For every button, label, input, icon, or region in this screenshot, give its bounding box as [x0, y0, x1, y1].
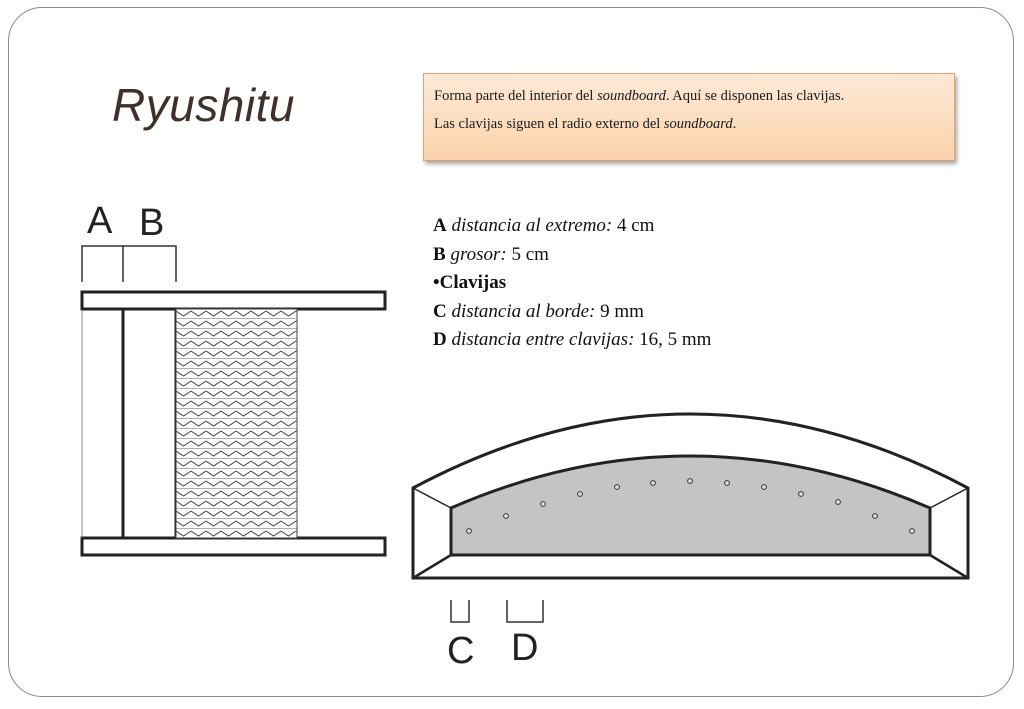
peg — [724, 480, 730, 486]
bracket-a — [81, 245, 124, 282]
note-line-1: Forma parte del interior del soundboard.… — [434, 88, 845, 104]
label-d: D — [511, 627, 539, 669]
peg — [761, 484, 767, 490]
peg — [650, 480, 656, 486]
bracket-b — [123, 245, 177, 282]
peg — [872, 513, 878, 519]
spec-c: C distancia al borde: 9 mm — [433, 300, 644, 322]
spec-a: A distancia al extremo: 4 cm — [433, 215, 655, 236]
top-plate — [80, 290, 387, 311]
bracket-d — [506, 600, 544, 623]
peg — [687, 478, 693, 484]
peg — [466, 528, 472, 534]
note-line-2: Las clavijas siguen el radio externo del… — [434, 116, 737, 132]
soundboard-inner — [449, 454, 932, 557]
bracket-c — [450, 600, 470, 623]
peg — [909, 528, 915, 534]
label-b: B — [139, 202, 165, 244]
peg — [540, 501, 546, 507]
peg — [835, 499, 841, 505]
peg — [577, 491, 583, 497]
label-a: A — [87, 200, 113, 242]
soundboard-diagram — [411, 412, 970, 623]
spec-d: D distancia entre clavijas: 16, 5 mm — [433, 329, 712, 350]
pegs — [466, 478, 915, 534]
specs-list: A distancia al extremo: 4 cm B grosor: 5… — [433, 212, 711, 355]
label-c: C — [447, 630, 475, 672]
spec-bullet-clavijas: •Clavijas — [433, 272, 507, 293]
slide-title: Ryushitu — [112, 79, 295, 131]
bottom-plate — [80, 536, 387, 557]
cross-section-diagram — [80, 245, 387, 557]
peg — [503, 513, 509, 519]
peg — [614, 484, 620, 490]
peg — [798, 491, 804, 497]
hatched-block — [175, 308, 298, 539]
vertical-wall — [82, 307, 125, 540]
description-note: Forma parte del interior del soundboard.… — [423, 73, 955, 161]
spec-b: B grosor: 5 cm — [433, 243, 549, 265]
